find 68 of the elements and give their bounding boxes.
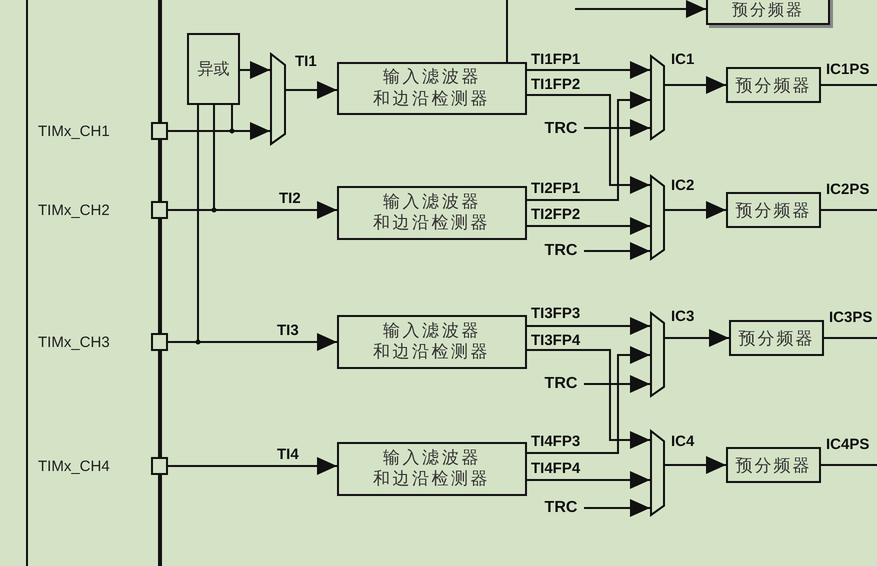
xor-gate-box: 异或 <box>187 33 240 105</box>
multiplexer-symbol <box>650 430 665 516</box>
signal-line <box>821 84 877 86</box>
trc-label: TRC <box>544 242 578 260</box>
signal-arrow <box>527 61 650 79</box>
signal-line <box>824 337 877 339</box>
edge-label: TI3 <box>276 323 300 338</box>
edge-label: TI2 <box>278 191 302 206</box>
edge-label: TI1 <box>294 54 318 69</box>
pin-square <box>151 122 168 140</box>
signal-arrow <box>665 76 726 94</box>
signal-arrow <box>575 0 706 18</box>
signal-arrow <box>240 61 270 79</box>
prescaler-box: 预分频器 <box>726 447 821 483</box>
edge-label: TI4FP4 <box>530 461 582 476</box>
pin-square <box>151 457 168 475</box>
edge-label: TI1FP1 <box>530 52 582 67</box>
prescaler-box: 预分频器 <box>726 67 821 103</box>
signal-arrow <box>665 201 726 219</box>
filter-box: 输入滤波器和边沿检测器 <box>337 186 527 240</box>
signal-arrow <box>527 217 650 235</box>
filter-box: 输入滤波器和边沿检测器 <box>337 442 527 496</box>
edge-label: TI4 <box>276 447 300 462</box>
edge-label: IC2PS <box>825 182 870 197</box>
edge-label: TI2FP1 <box>530 181 582 196</box>
edge-label: IC4PS <box>825 437 870 452</box>
edge-label: IC3PS <box>828 310 874 325</box>
filter-box: 输入滤波器和边沿检测器 <box>337 62 527 115</box>
pin-label: TIMx_CH1 <box>38 123 110 140</box>
trc-label: TRC <box>544 375 578 393</box>
pin-label: TIMx_CH4 <box>38 458 110 475</box>
signal-line <box>821 464 877 466</box>
prescaler-box: 预分频器 <box>726 192 821 228</box>
signal-arrow <box>665 456 726 474</box>
multiplexer-symbol <box>650 312 665 397</box>
signal-line <box>506 0 508 62</box>
edge-label: IC3 <box>670 309 696 324</box>
signal-arrow <box>665 329 729 347</box>
trc-label: TRC <box>544 120 578 138</box>
signal-arrow <box>584 119 650 137</box>
prescaler-box: 预分频器 <box>706 0 830 25</box>
edge-label: IC4 <box>670 434 696 449</box>
signal-arrow <box>168 457 337 475</box>
pin-label: TIMx_CH3 <box>38 334 110 351</box>
pin-label: TIMx_CH2 <box>38 202 110 219</box>
signal-arrow <box>286 81 337 99</box>
prescaler-box: 预分频器 <box>729 320 824 356</box>
edge-label: TI2FP2 <box>530 207 582 222</box>
pin-square <box>151 333 168 351</box>
signal-line <box>821 209 877 211</box>
signal-arrow <box>584 242 650 260</box>
signal-arrow <box>584 499 650 517</box>
pin-square <box>151 201 168 219</box>
edge-label: TI4FP3 <box>530 434 582 449</box>
edge-label: TI3FP3 <box>530 306 582 321</box>
filter-box: 输入滤波器和边沿检测器 <box>337 315 527 369</box>
signal-arrow <box>584 375 650 393</box>
edge-label: IC2 <box>670 178 696 193</box>
trc-label: TRC <box>544 499 578 517</box>
signal-arrow <box>527 317 650 335</box>
multiplexer-symbol <box>650 175 665 260</box>
edge-label: TI3FP4 <box>530 333 582 348</box>
edge-label: TI1FP2 <box>530 77 582 92</box>
multiplexer-symbol <box>650 55 665 140</box>
edge-label: IC1PS <box>825 62 870 77</box>
edge-label: IC1 <box>670 52 696 67</box>
signal-arrow <box>527 471 650 489</box>
multiplexer-symbol <box>270 53 286 145</box>
